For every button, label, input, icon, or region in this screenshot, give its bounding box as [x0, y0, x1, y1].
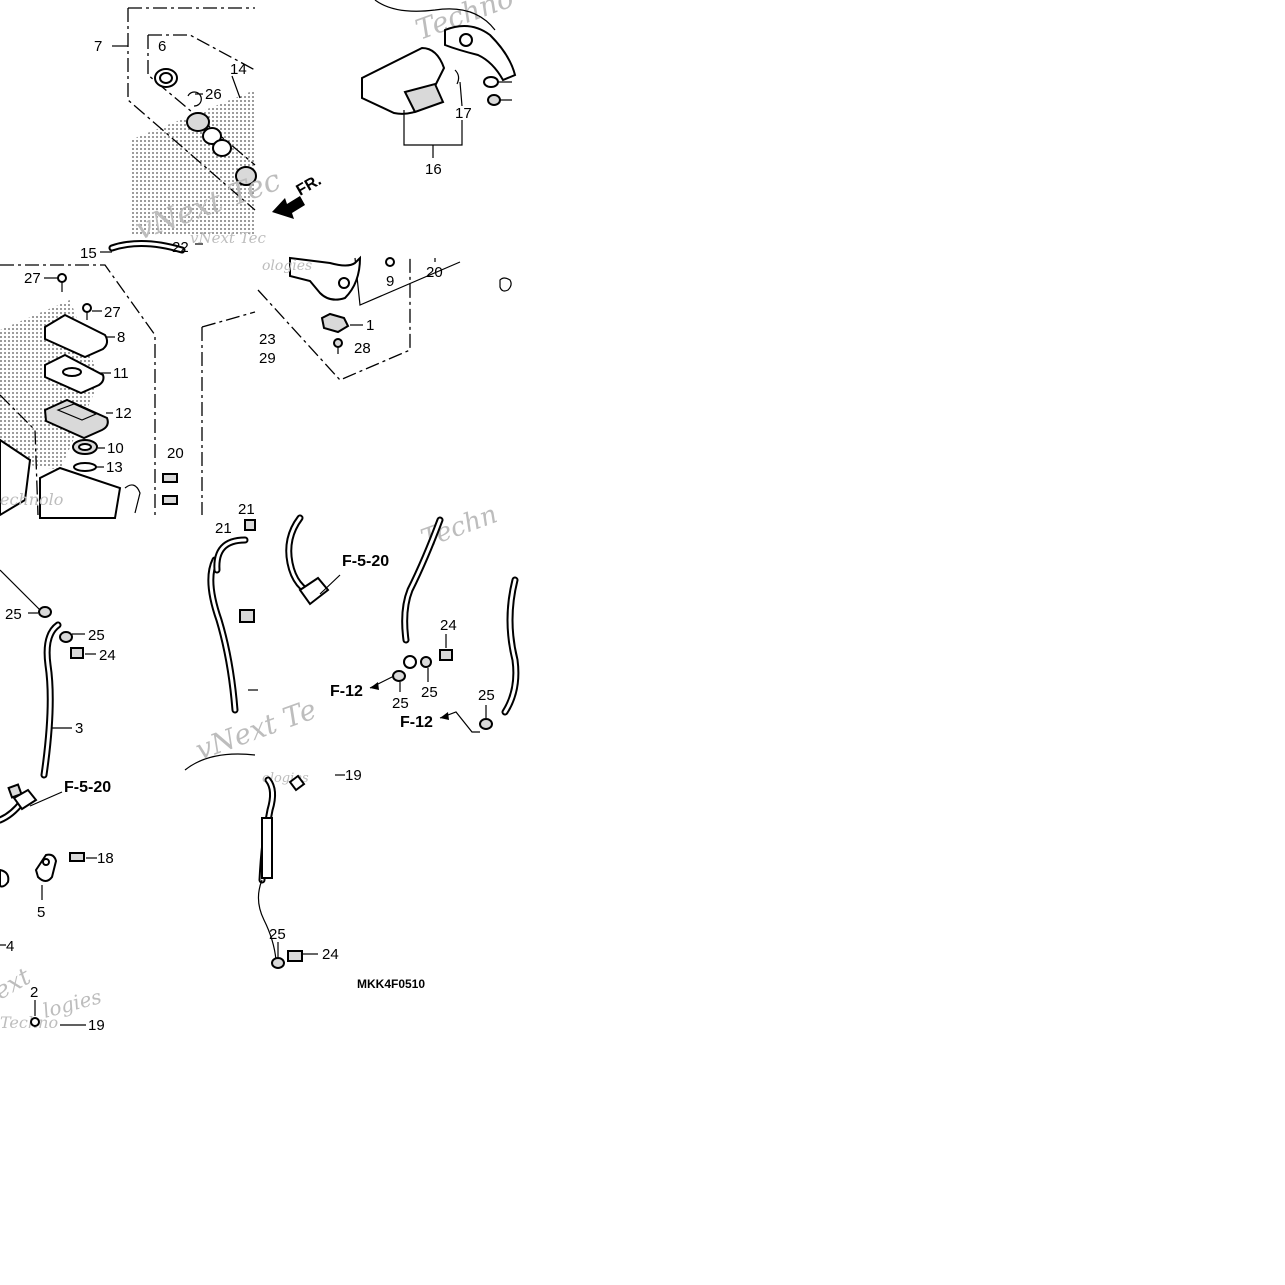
piston-set-icon: [154, 68, 257, 186]
callout-25: 25: [269, 926, 286, 943]
ref-f-5-20: F-5-20: [64, 779, 111, 796]
lever-icon: [444, 25, 517, 82]
watermark: Techno: [0, 1013, 58, 1032]
screw-icon: [333, 338, 343, 354]
diagram-code: MKK4F0510: [357, 977, 425, 991]
callout-12: 12: [115, 405, 132, 422]
callout-27: 27: [24, 270, 41, 287]
switch-icon: [320, 312, 350, 334]
callout-20: 20: [167, 445, 184, 462]
callout-25: 25: [5, 606, 22, 623]
clamp-icon: [34, 853, 58, 882]
callout-9: 9: [386, 273, 394, 290]
callout-25: 25: [421, 684, 438, 701]
hose-joint-icon: [298, 576, 330, 606]
callout-26: 26: [205, 86, 222, 103]
joint-block-icon: [12, 788, 38, 811]
callout-27: 27: [104, 304, 121, 321]
callout-2: 2: [30, 984, 38, 1001]
callout-13: 13: [106, 459, 123, 476]
callout-3: 3: [75, 720, 83, 737]
watermark: ologies: [262, 258, 312, 274]
callout-19: 19: [345, 767, 362, 784]
callout-19: 19: [88, 1017, 105, 1034]
watermark: vNext Te: [191, 693, 321, 767]
callout-25: 25: [88, 627, 105, 644]
tile-low-right: Techn F-5-20 F-12 F-12 24 25 25 25: [285, 499, 520, 733]
ref-f-5-20: F-5-20: [342, 553, 389, 570]
callout-1: 1: [366, 317, 374, 334]
callout-11: 11: [113, 365, 129, 382]
ref-f-12: F-12: [330, 683, 363, 700]
callout-7: 7: [94, 38, 102, 55]
callout-10: 10: [107, 440, 124, 457]
callout-21: 21: [238, 501, 255, 518]
callout-23: 23: [259, 331, 276, 348]
callout-14: 14: [230, 61, 247, 78]
watermark: vNext Tec: [190, 229, 266, 247]
reservoir-cap-icon: [43, 313, 109, 472]
callout-6: 6: [158, 38, 166, 55]
callout-22: 22: [172, 239, 189, 256]
bolt-icon: [162, 473, 178, 505]
ref-f-12: F-12: [400, 714, 433, 731]
tile-bottom-left: F-5-20 ext Techno logies 18 5 4 2 19: [0, 779, 114, 1034]
callout-28: 28: [354, 340, 371, 357]
master-cylinder-icon: [0, 438, 141, 519]
tile-top-left: vNext Tec vNext Tec 7 6 14 26 15 22: [80, 7, 285, 262]
callout-20: 20: [426, 264, 443, 281]
callout-15: 15: [80, 245, 97, 262]
screw-icon: [57, 273, 92, 320]
callout-21: 21: [215, 520, 232, 537]
callout-25: 25: [392, 695, 409, 712]
callout-24: 24: [322, 946, 339, 963]
callout-24: 24: [99, 647, 116, 664]
tile-mid-right: ologies 9 20 1 28 23 29: [201, 255, 512, 515]
callout-29: 29: [259, 350, 276, 367]
tile-bottom-right: ologies 19 25 24 MKK4F0510: [257, 767, 425, 991]
callout-5: 5: [37, 904, 45, 921]
front-label: FR.: [294, 172, 325, 200]
watermark: echnolo: [0, 490, 63, 509]
callout-24: 24: [440, 617, 457, 634]
tile-mid-left: echnolo 27 27 8 11 12 10 13 20: [0, 264, 184, 519]
bracket-icon: [289, 255, 362, 301]
callout-4: 4: [6, 938, 14, 955]
callout-25: 25: [478, 687, 495, 704]
lever-bracket-icon: [361, 46, 460, 115]
tile-low-left: vNext Te 25 25 24 3 21 21: [0, 501, 321, 779]
callout-18: 18: [97, 850, 114, 867]
callout-16: 16: [425, 161, 442, 178]
callout-17: 17: [455, 105, 472, 122]
tile-top-right: Techno 17 16 FR.: [272, 0, 518, 219]
callout-8: 8: [117, 329, 125, 346]
